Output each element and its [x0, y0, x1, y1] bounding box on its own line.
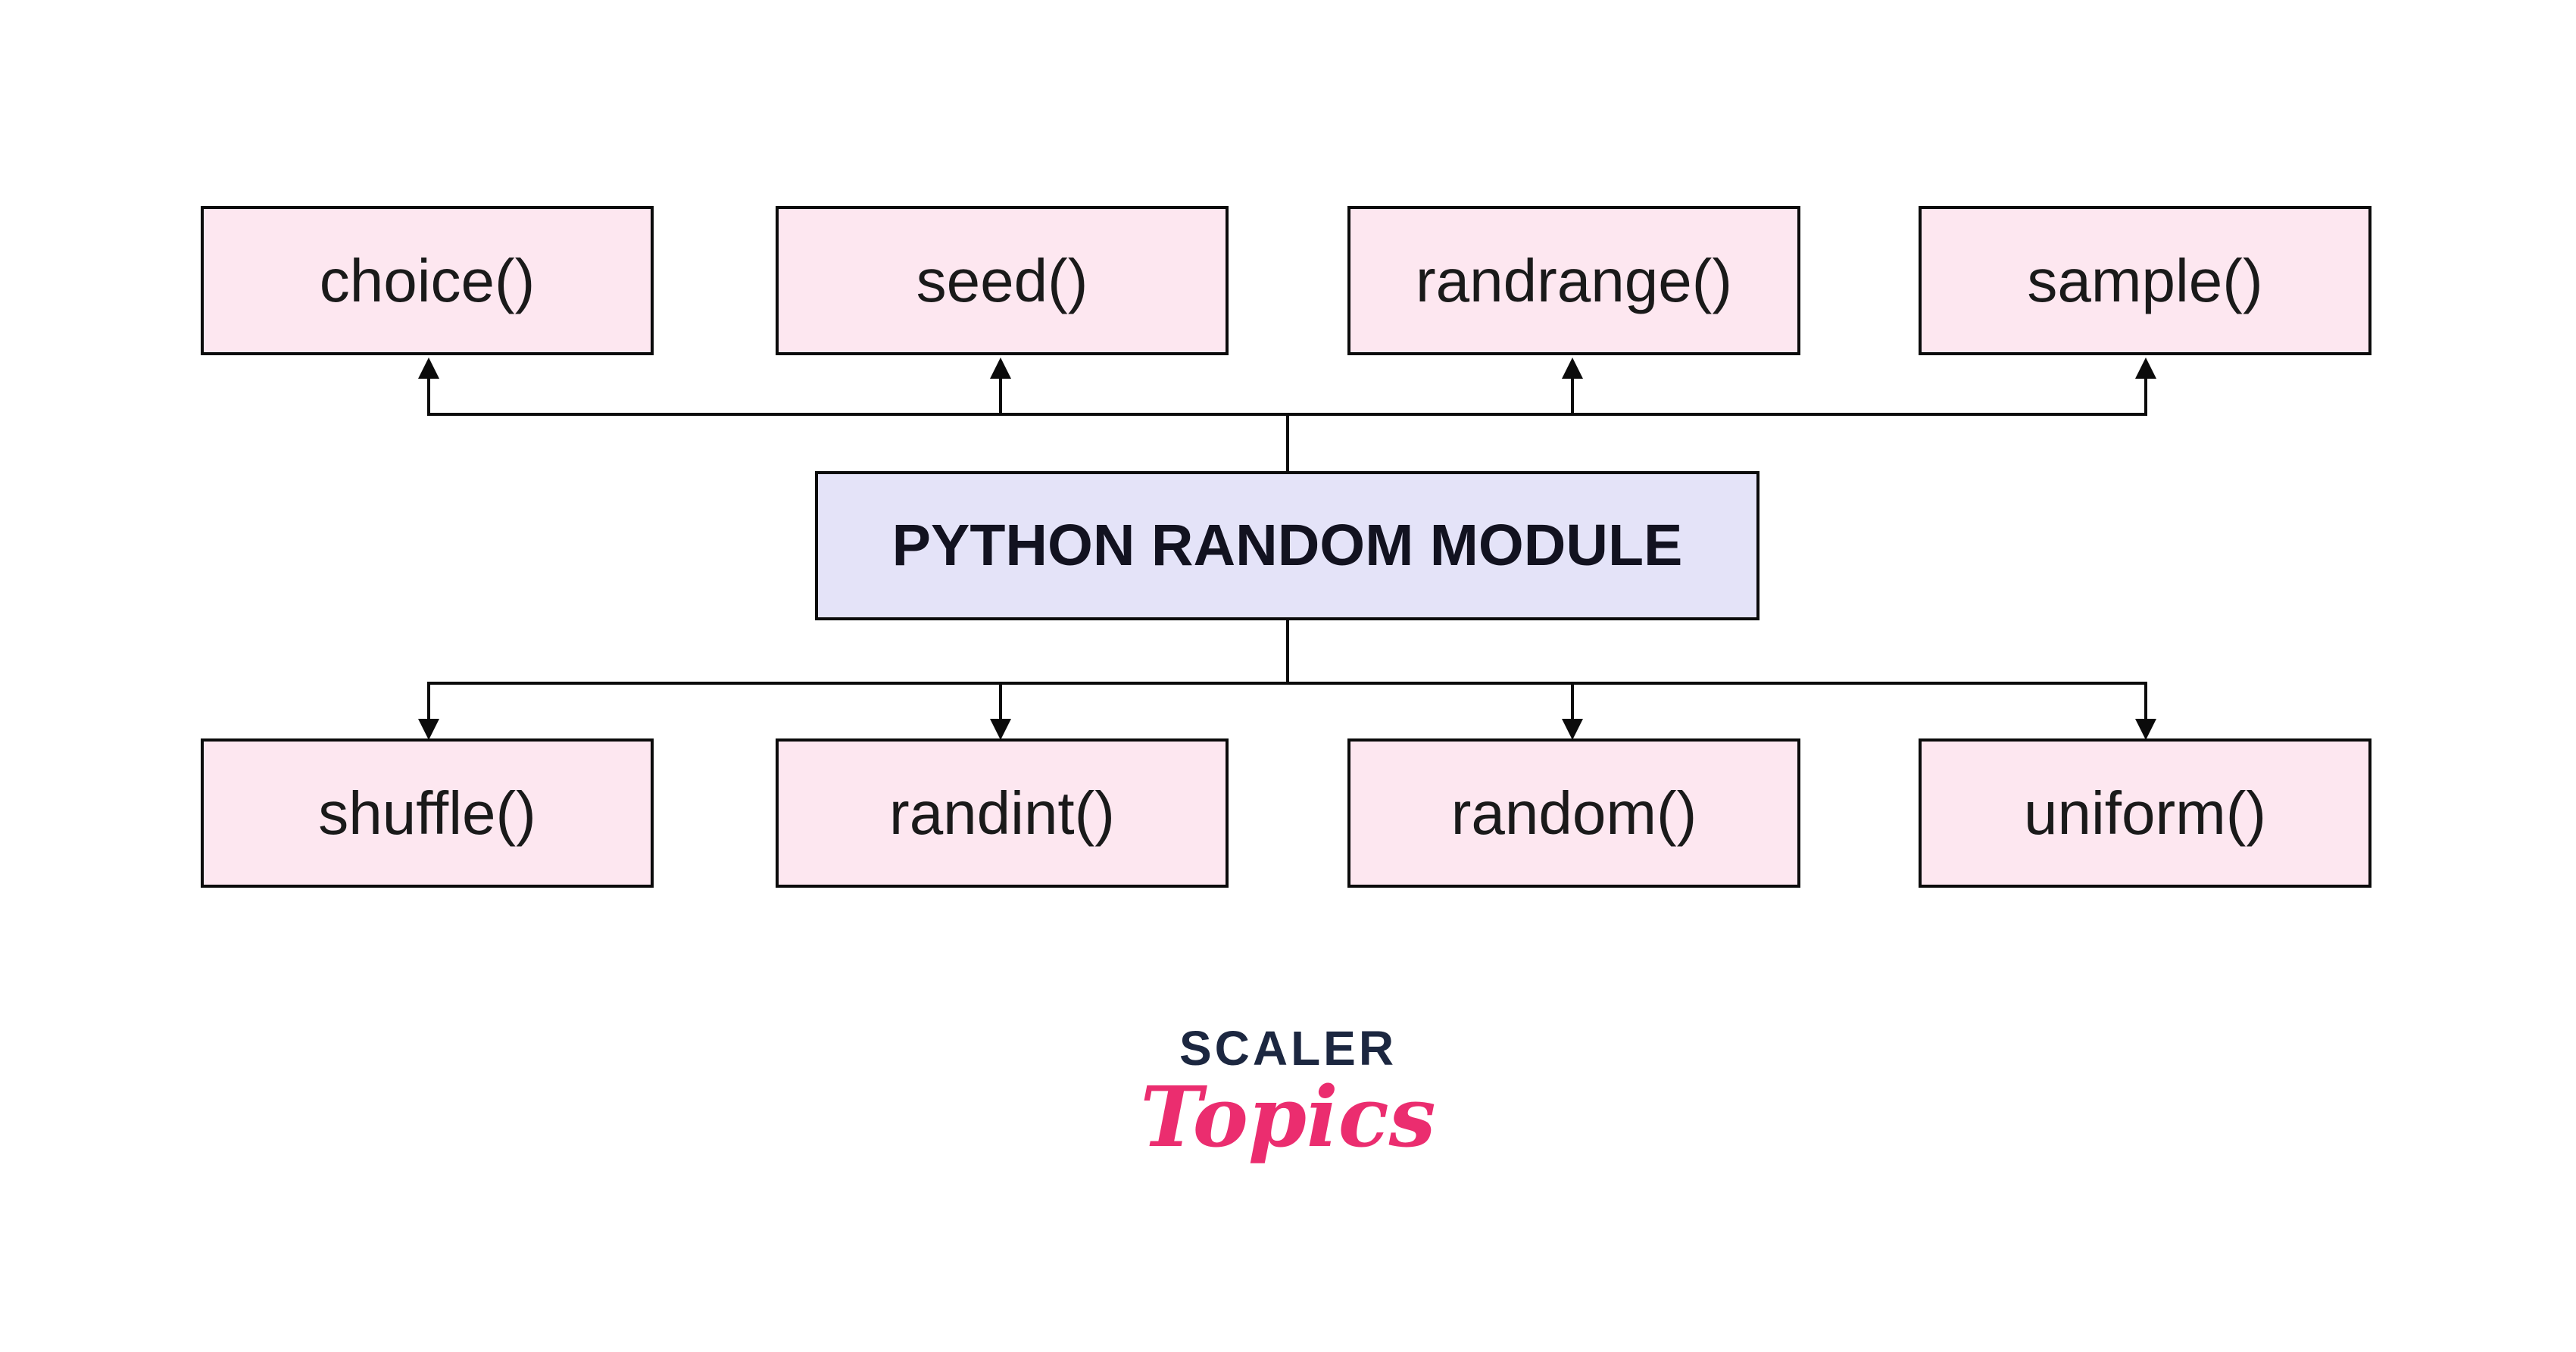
arrow-down-icon [418, 719, 2156, 740]
node-randrange-label: randrange() [1415, 246, 1732, 314]
logo-sub-brand-text: Topics [1140, 1068, 1436, 1166]
node-randrange: randrange() [1347, 206, 1800, 355]
node-shuffle: shuffle() [201, 738, 654, 888]
module-title: PYTHON RANDOM MODULE [891, 513, 1683, 578]
node-sample-label: sample() [2027, 246, 2263, 314]
logo-brand-text: SCALER [1179, 1021, 1397, 1076]
node-uniform-label: uniform() [2023, 779, 2267, 847]
node-randint-label: randint() [889, 779, 1115, 847]
node-python-random-module: PYTHON RANDOM MODULE [815, 471, 1759, 620]
arrow-up-icon [418, 358, 2156, 379]
node-seed-label: seed() [916, 246, 1088, 314]
node-seed: seed() [776, 206, 1229, 355]
node-random-label: random() [1450, 779, 1697, 847]
node-uniform: uniform() [1919, 738, 2371, 888]
node-choice: choice() [201, 206, 654, 355]
top-connector-tree [427, 377, 2147, 471]
node-randint: randint() [776, 738, 1229, 888]
node-sample: sample() [1919, 206, 2371, 355]
node-shuffle-label: shuffle() [318, 779, 536, 847]
node-choice-label: choice() [319, 246, 535, 314]
scaler-topics-logo: SCALER Topics [1140, 1024, 1435, 1166]
bottom-connector-tree [427, 620, 2147, 720]
node-random: random() [1347, 738, 1800, 888]
